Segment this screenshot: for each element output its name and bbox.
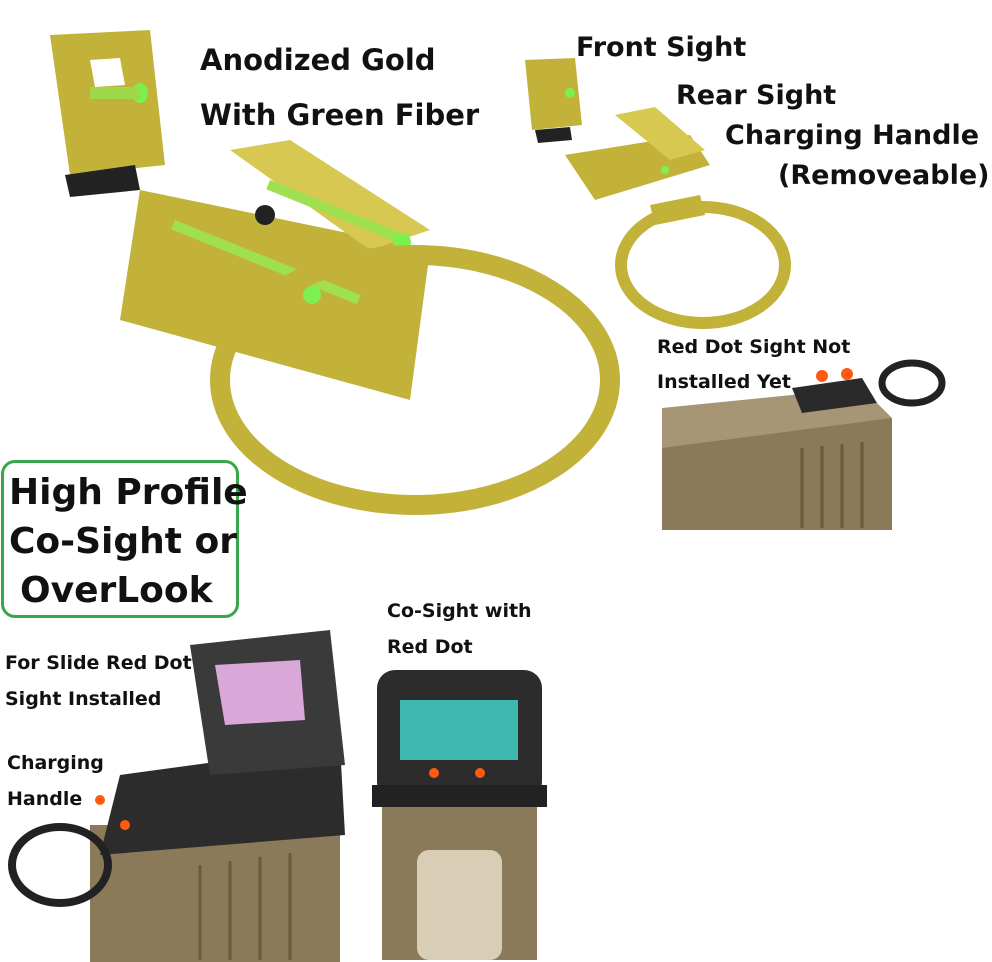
- high-profile-box: High Profile Co-Sight or OverLook: [1, 460, 248, 618]
- profile-line-3: OverLook: [20, 570, 213, 611]
- charging-line-1: Charging: [7, 752, 104, 774]
- co-sight-rear-photo: [372, 670, 547, 960]
- small-parts-image: [525, 58, 791, 329]
- label-charging-handle: Charging Handle: [725, 120, 980, 151]
- slide-installed-photo: [8, 630, 345, 962]
- not-installed-line-2: Installed Yet: [657, 371, 791, 393]
- profile-line-2: Co-Sight or: [9, 521, 237, 562]
- charging-line-2: Handle: [7, 788, 83, 810]
- profile-line-1: High Profile: [9, 472, 248, 513]
- label-removeable: (Removeable): [778, 160, 990, 191]
- title-line-2: With Green Fiber: [200, 98, 480, 132]
- label-front-sight: Front Sight: [576, 32, 747, 63]
- co-sight-line-2: Red Dot: [387, 636, 473, 658]
- title-line-1: Anodized Gold: [200, 43, 436, 77]
- slide-installed-line-1: For Slide Red Dot: [5, 652, 192, 674]
- not-installed-line-1: Red Dot Sight Not: [657, 336, 851, 358]
- rear-sight-with-handle-large-image: [120, 140, 620, 515]
- slide-not-installed-photo: [662, 359, 946, 530]
- co-sight-line-1: Co-Sight with: [387, 600, 532, 622]
- slide-installed-line-2: Sight Installed: [5, 688, 162, 710]
- front-sight-large-image: [50, 30, 165, 197]
- label-rear-sight: Rear Sight: [676, 80, 837, 111]
